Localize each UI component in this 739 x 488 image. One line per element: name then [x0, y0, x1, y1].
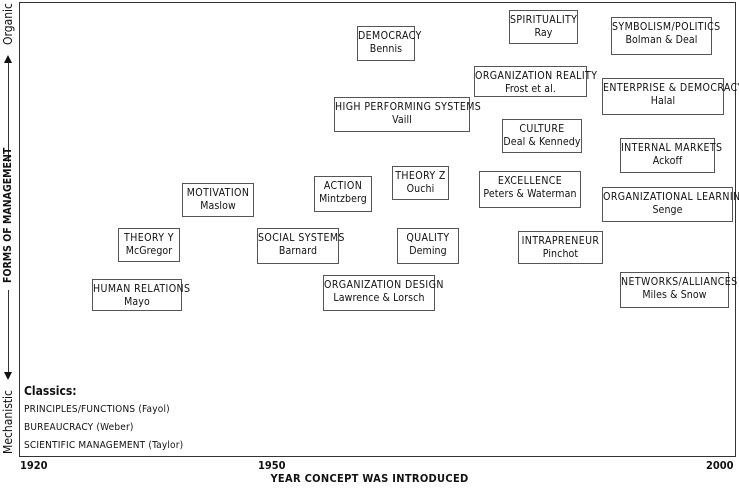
concept-author: Vaill [392, 114, 412, 126]
concept-title: ACTION [323, 180, 363, 192]
concept-author: Frost et al. [505, 83, 556, 95]
classic-item: SCIENTIFIC MANAGEMENT (Taylor) [24, 440, 184, 451]
x-axis-title: YEAR CONCEPT WAS INTRODUCED [270, 472, 469, 485]
x-tick-2000: 2000 [706, 459, 734, 472]
concept-box-quality: QUALITY Deming [397, 228, 459, 264]
concept-title: NETWORKS/ALLIANCES [621, 276, 738, 288]
concept-author: McGregor [125, 245, 173, 257]
concept-author: Peters & Waterman [483, 188, 577, 200]
concept-box-intrapreneur: INTRAPRENEUR Pinchot [518, 231, 603, 264]
concept-author: Maslow [200, 200, 236, 212]
concept-box-action: ACTION Mintzberg [314, 176, 372, 212]
concept-box-high-performing-systems: HIGH PERFORMING SYSTEMS Vaill [334, 97, 482, 132]
concept-box-networks-alliances: NETWORKS/ALLIANCES Miles & Snow [620, 272, 738, 308]
concept-author: Senge [652, 204, 683, 216]
y-axis-line-top [8, 62, 9, 162]
y-axis-title: FORMS OF MANAGEMENT [2, 147, 14, 283]
concept-author: Bennis [369, 43, 403, 55]
concept-author: Deal & Kennedy [503, 136, 581, 148]
y-axis-bottom-label: Mechanistic [1, 390, 15, 454]
concept-author: Ray [534, 27, 553, 39]
concept-author: Pinchot [542, 248, 579, 260]
concept-box-social-systems: SOCIAL SYSTEMS Barnard [257, 228, 345, 264]
concept-title: ORGANIZATION DESIGN [324, 279, 444, 291]
concept-title: ORGANIZATIONAL LEARNING [603, 191, 739, 203]
concept-author: Mintzberg [319, 193, 367, 205]
y-axis-top-label: Organic [1, 3, 15, 45]
arrow-up-icon [4, 55, 12, 63]
concept-title: THEORY Y [124, 232, 174, 244]
diagram-frame [19, 2, 736, 457]
concept-box-organization-design: ORGANIZATION DESIGN Lawrence & Lorsch [323, 275, 444, 311]
concept-box-organization-reality: ORGANIZATION REALITY Frost et al. [474, 66, 598, 97]
concept-author: Ouchi [406, 183, 435, 195]
concept-title: SPIRITUALITY [510, 14, 578, 26]
concept-title: ORGANIZATION REALITY [475, 70, 598, 82]
concept-author: Lawrence & Lorsch [333, 292, 425, 304]
concept-box-motivation: MOTIVATION Maslow [182, 183, 254, 217]
concept-title: THEORY Z [395, 170, 446, 182]
concept-author: Halal [650, 95, 676, 107]
concept-box-spirituality: SPIRITUALITY Ray [509, 10, 578, 44]
concept-box-internal-markets: INTERNAL MARKETS Ackoff [620, 138, 723, 173]
concept-title: CULTURE [519, 123, 565, 135]
concept-title: INTRAPRENEUR [521, 235, 600, 247]
concept-box-symbolism-politics: SYMBOLISM/POLITICS Bolman & Deal [611, 17, 721, 55]
classics-title: Classics: [24, 384, 77, 398]
concept-title: QUALITY [406, 232, 450, 244]
classic-item: BUREAUCRACY (Weber) [24, 422, 134, 433]
concept-box-organizational-learning: ORGANIZATIONAL LEARNING Senge [602, 187, 739, 222]
concept-author: Deming [409, 245, 447, 257]
x-tick-1920: 1920 [20, 459, 48, 472]
concept-title: HIGH PERFORMING SYSTEMS [335, 101, 482, 113]
concept-title: SOCIAL SYSTEMS [258, 232, 345, 244]
concept-title: INTERNAL MARKETS [621, 142, 723, 154]
concept-box-theory-y: THEORY Y McGregor [118, 228, 180, 262]
concept-author: Ackoff [652, 155, 683, 167]
concept-title: EXCELLENCE [497, 175, 563, 187]
concept-title: SYMBOLISM/POLITICS [612, 21, 721, 33]
concept-box-democracy: DEMOCRACY Bennis [357, 26, 422, 61]
concept-box-culture: CULTURE Deal & Kennedy [502, 119, 582, 153]
concept-box-theory-z: THEORY Z Ouchi [392, 166, 449, 200]
concept-box-excellence: EXCELLENCE Peters & Waterman [479, 171, 581, 208]
concept-author: Bolman & Deal [625, 34, 698, 46]
classic-item: PRINCIPLES/FUNCTIONS (Fayol) [24, 404, 170, 415]
concept-title: DEMOCRACY [358, 30, 422, 42]
concept-box-human-relations: HUMAN RELATIONS Mayo [92, 279, 191, 311]
concept-author: Mayo [124, 296, 150, 308]
concept-title: MOTIVATION [186, 187, 250, 199]
concept-title: ENTERPRISE & DEMOCRACY [603, 82, 739, 94]
concept-box-enterprise-democracy: ENTERPRISE & DEMOCRACY Halal [602, 78, 739, 115]
concept-author: Miles & Snow [642, 289, 707, 301]
y-axis-line-bottom [8, 290, 9, 375]
concept-title: HUMAN RELATIONS [93, 283, 191, 295]
arrow-down-icon [4, 372, 12, 380]
concept-author: Barnard [278, 245, 318, 257]
x-tick-1950: 1950 [258, 459, 286, 472]
